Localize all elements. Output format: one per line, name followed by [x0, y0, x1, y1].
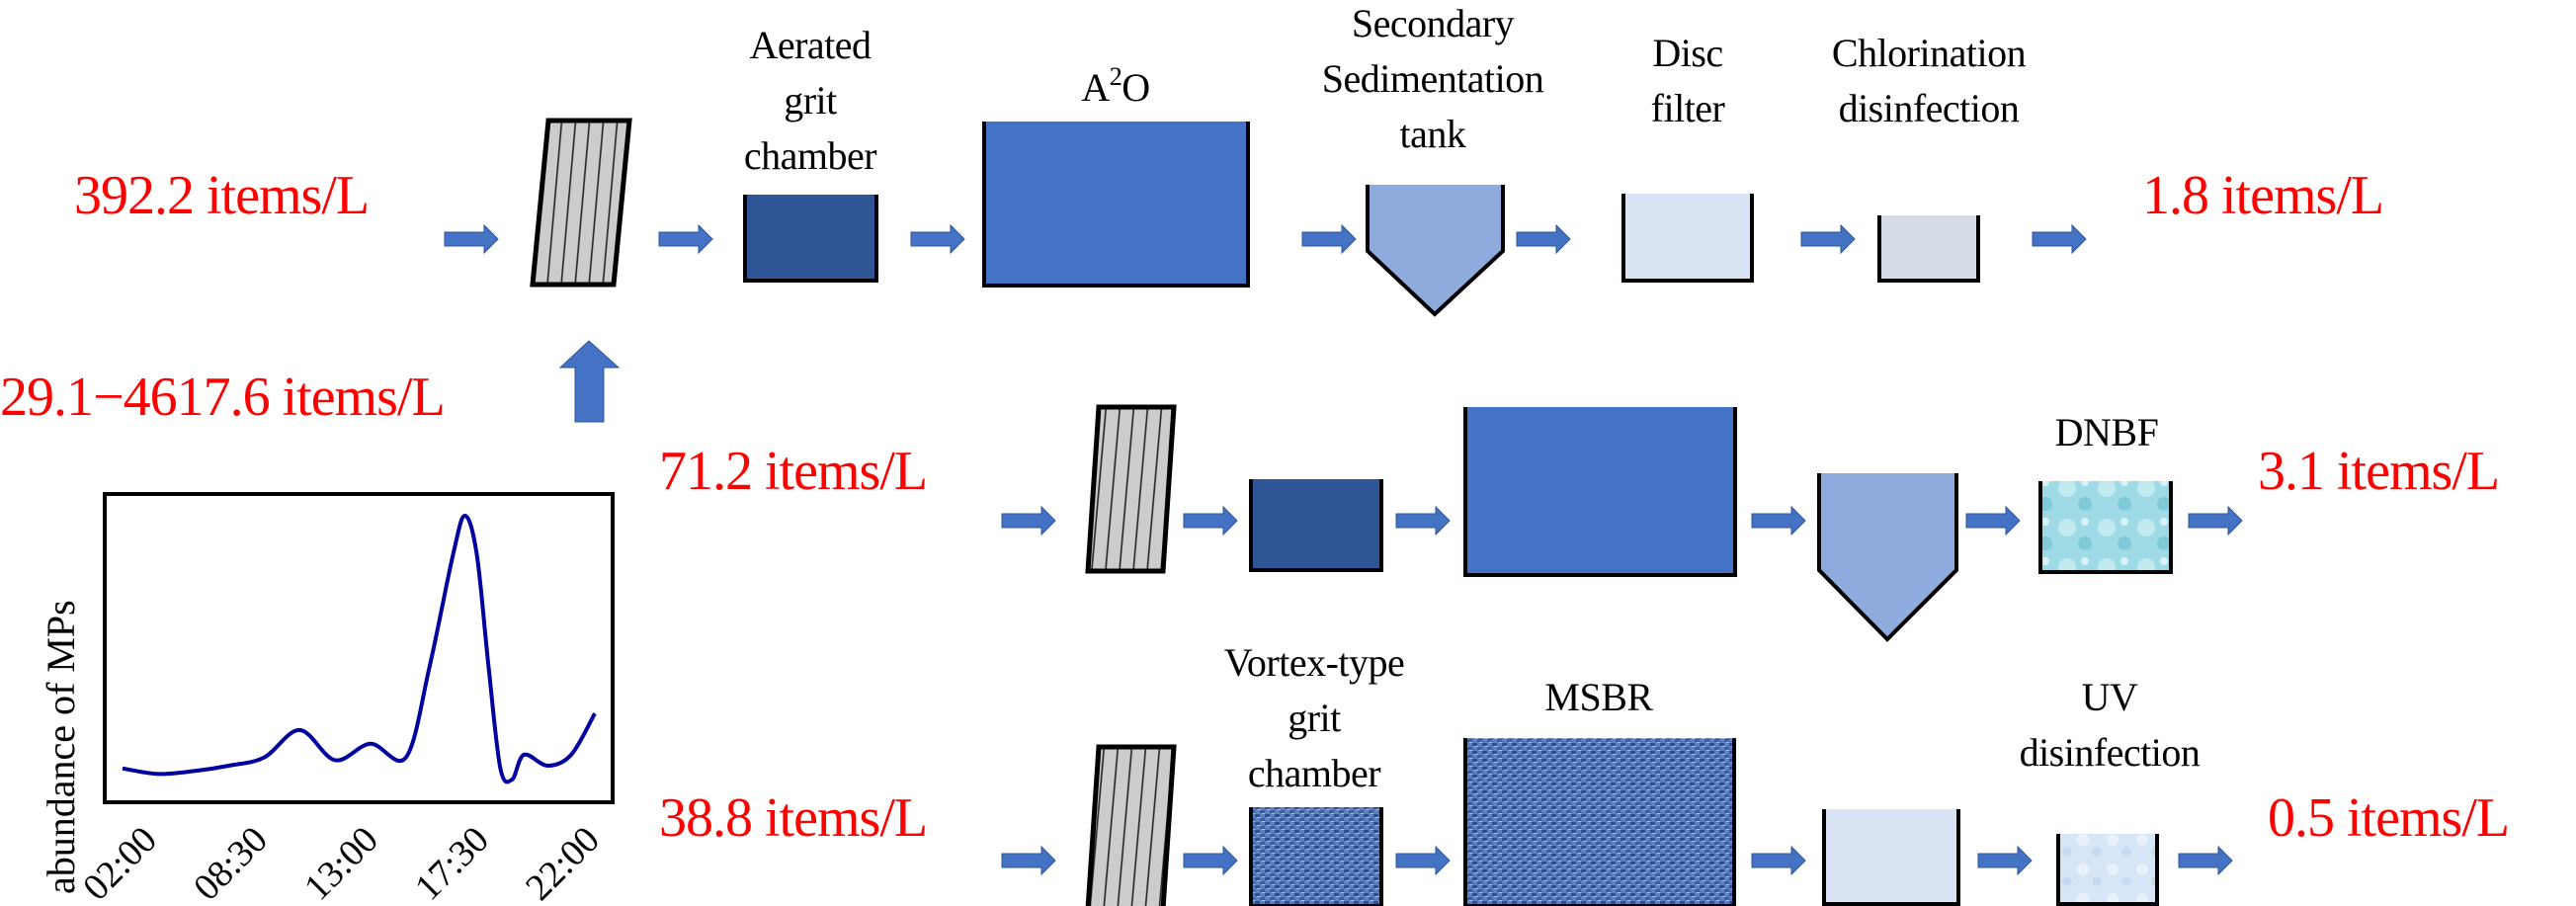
row1-influent-concentration: 392.2 items/L — [74, 165, 370, 226]
label-line: filter — [1650, 86, 1725, 130]
row2-dnbf — [2040, 481, 2171, 572]
row1-chlorination-tank — [1879, 215, 1978, 282]
row3-screen — [1085, 744, 1177, 906]
influent-range-concentration: 29.1−4617.6 items/L — [0, 367, 446, 428]
row1-disc-outline — [1621, 194, 1754, 283]
arrow-right-icon — [1751, 506, 1806, 535]
row2-effluent-concentration: 3.1 items/L — [2258, 441, 2500, 502]
abundance-chart — [103, 492, 615, 804]
label-line: grit — [1288, 696, 1341, 740]
arrow-right-icon — [1001, 846, 1056, 875]
arrow-right-icon — [1183, 846, 1238, 875]
label-line: chamber — [1247, 751, 1381, 795]
label-msbr: MSBR — [1544, 670, 1653, 725]
arrow-right-icon — [1395, 846, 1451, 875]
chart-y-axis-label: abundance of MPs — [39, 600, 83, 894]
row2-sed-outline — [1817, 473, 1958, 642]
label-a2o-o: O — [1122, 65, 1150, 110]
label-line: Disc — [1652, 31, 1723, 75]
label-line: tank — [1399, 112, 1466, 156]
row1-screen — [530, 118, 632, 288]
row3-vortex-grit-chamber — [1251, 807, 1381, 906]
arrow-right-icon — [1977, 846, 2033, 875]
label-dnbf: DNBF — [2055, 405, 2159, 460]
row2-grit-outline — [1249, 479, 1383, 572]
arrow-right-icon — [1395, 506, 1451, 535]
arrow-right-icon — [2188, 506, 2243, 535]
row2-screen — [1085, 404, 1177, 574]
label-line: DNBF — [2054, 410, 2159, 454]
row3-uv-disinfection — [2058, 834, 2157, 906]
row1-aerated-grit-chamber — [745, 195, 876, 282]
label-vortex-type-grit-chamber: Vortex-type grit chamber — [1224, 635, 1405, 801]
arrow-right-icon — [658, 224, 713, 254]
label-line: Sedimentation — [1321, 56, 1544, 101]
label-disc-filter: Disc filter — [1651, 26, 1725, 136]
row2-bio-outline — [1463, 407, 1737, 577]
row1-a2o-tank — [984, 122, 1248, 286]
label-line: grit — [784, 78, 837, 123]
arrow-right-icon — [1751, 846, 1806, 875]
label-line: chamber — [743, 133, 877, 178]
row1-aerated-grit-chamber-outline — [743, 195, 878, 283]
row1-a2o-outline — [982, 122, 1250, 288]
chart-series-line — [122, 514, 597, 784]
row1-secondary-sedimentation-tank — [1368, 185, 1503, 314]
arrow-right-icon — [1183, 506, 1238, 535]
label-line: Chlorination — [1831, 31, 2027, 75]
arrow-right-icon — [1965, 506, 2021, 535]
label-line: disinfection — [2019, 730, 2201, 775]
label-line: UV — [2081, 675, 2138, 719]
label-a2o-a: A — [1081, 65, 1110, 110]
label-a2o: A2O — [1081, 49, 1150, 116]
label-line: Secondary — [1351, 1, 1515, 45]
arrow-right-icon — [444, 224, 499, 254]
arrow-right-icon — [1301, 224, 1357, 254]
arrow-right-icon — [1516, 224, 1571, 254]
row1-disc-filter — [1623, 194, 1752, 281]
row3-msbr — [1465, 738, 1734, 906]
label-line: Aerated — [749, 23, 872, 67]
row3-filter-tank — [1824, 809, 1958, 906]
row1-effluent-concentration: 1.8 items/L — [2142, 165, 2384, 226]
row3-filter-outline — [1822, 809, 1960, 906]
row2-sedimentation-tank — [1819, 473, 1956, 639]
arrow-right-icon — [2032, 224, 2087, 254]
label-line: Vortex-type — [1223, 640, 1405, 685]
row2-biological-tank — [1465, 407, 1735, 575]
label-chlorination-disinfection: Chlorination disinfection — [1831, 26, 2027, 136]
row1-arrows — [444, 224, 2087, 254]
row3-effluent-concentration: 0.5 items/L — [2268, 787, 2510, 849]
row1-sed-outline — [1366, 185, 1505, 317]
row2-grit-chamber — [1251, 479, 1381, 570]
row1-chlor-outline — [1877, 215, 1980, 283]
row3-influent-concentration: 38.8 items/L — [659, 787, 928, 849]
label-line: MSBR — [1544, 675, 1653, 719]
arrow-right-icon — [1800, 224, 1856, 254]
label-uv-disinfection: UV disinfection — [2020, 670, 2201, 781]
row3-msbr-outline — [1463, 738, 1736, 906]
label-aerated-grit-chamber: Aerated grit chamber — [743, 18, 877, 184]
row2-influent-concentration: 71.2 items/L — [659, 441, 928, 502]
row3-uv-outline — [2056, 834, 2159, 906]
label-line: disinfection — [1838, 86, 2020, 130]
arrow-up-icon — [558, 340, 621, 423]
row3-vortex-outline — [1249, 807, 1383, 906]
label-secondary-sedimentation-tank: Secondary Sedimentation tank — [1322, 0, 1544, 162]
arrow-right-icon — [1001, 506, 1056, 535]
arrow-right-icon — [910, 224, 965, 254]
label-a2o-text: A2O — [1081, 49, 1150, 116]
arrow-right-icon — [2178, 846, 2233, 875]
row2-dnbf-outline — [2038, 481, 2173, 574]
label-a2o-superscript: 2 — [1109, 62, 1122, 91]
chart-frame — [103, 492, 615, 804]
